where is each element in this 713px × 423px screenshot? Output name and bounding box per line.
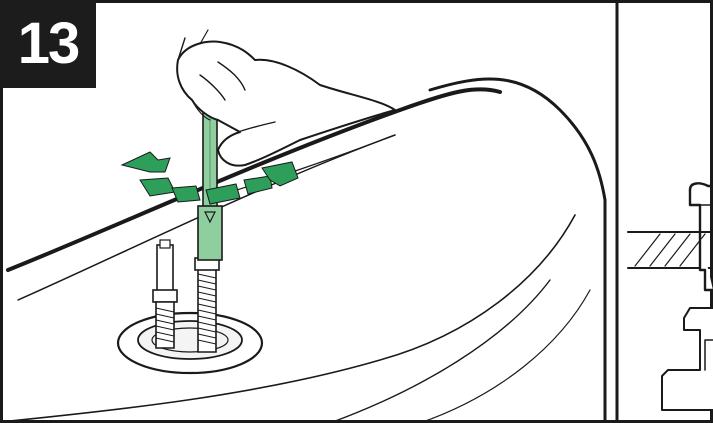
- inset-detail: [628, 183, 713, 410]
- right-bolt: [195, 258, 219, 352]
- mounting-hole: [118, 313, 262, 373]
- step-number-badge: 13: [0, 0, 96, 88]
- arrow-left-icon: [122, 152, 170, 172]
- left-bolt: [153, 240, 177, 348]
